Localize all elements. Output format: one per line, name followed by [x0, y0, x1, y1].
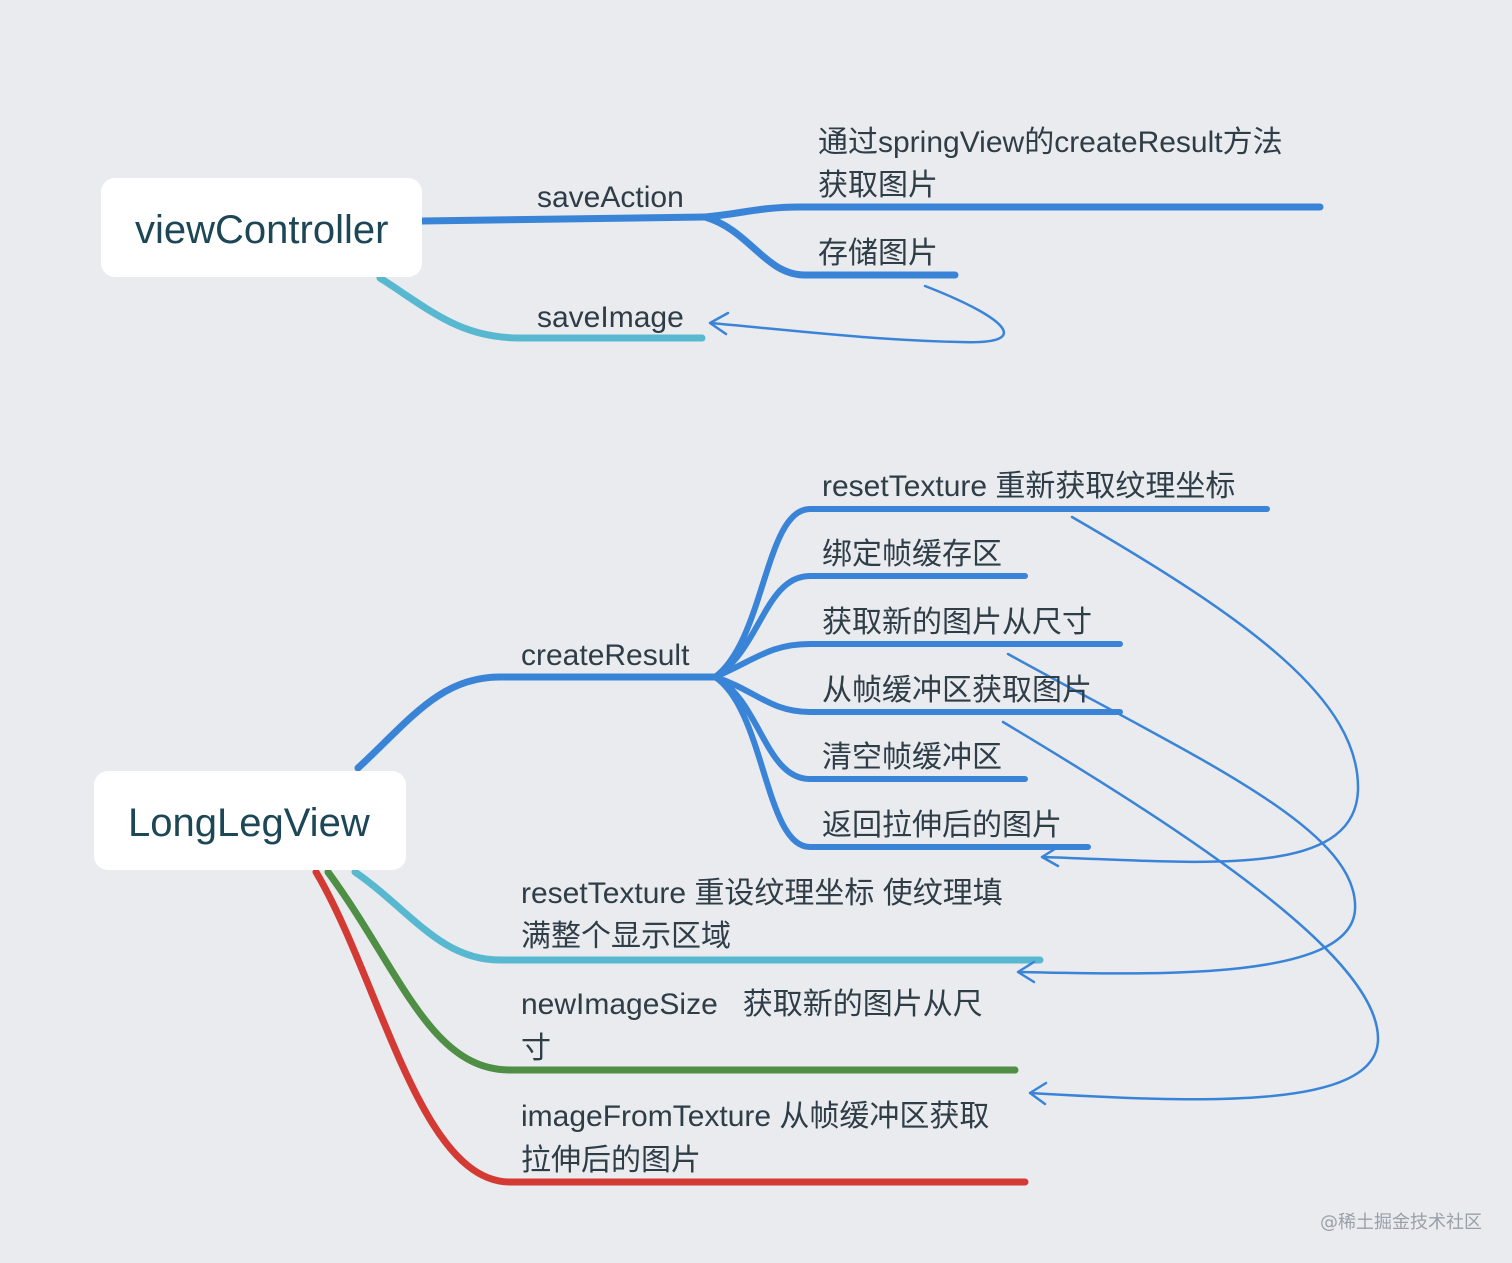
longlegview-node[interactable]: LongLegView: [94, 771, 406, 870]
save-action-label[interactable]: saveAction: [537, 181, 684, 214]
branch-create-result: [354, 673, 719, 772]
reset-texture-label-2[interactable]: 满整个显示区域: [521, 920, 731, 953]
branch-image-from-texture: [312, 868, 1029, 1186]
child-label-2[interactable]: 获取新的图片从尺寸: [822, 606, 1092, 639]
branch-save-action: [418, 213, 709, 225]
branch-reset-texture: [351, 868, 1044, 964]
relation-arrow-1: [1040, 515, 1360, 868]
branch-child-0: [712, 506, 1270, 680]
root-label: viewController: [135, 208, 388, 252]
viewcontroller-node[interactable]: viewController: [101, 178, 422, 277]
root-label: LongLegView: [128, 801, 370, 845]
branch-new-image-size: [324, 868, 1019, 1074]
child-label-3[interactable]: 从帧缓冲区获取图片: [822, 674, 1092, 707]
store-image-label[interactable]: 存储图片: [818, 237, 938, 270]
branch-child-1: [712, 573, 1028, 680]
branch-child-5: [712, 674, 1091, 850]
branch-store-image: [701, 213, 959, 279]
branch-child-2: [712, 641, 1123, 680]
image-from-texture-label-2[interactable]: 拉伸后的图片: [521, 1144, 701, 1177]
create-result-label[interactable]: createResult: [521, 639, 690, 672]
relation-arrow-2: [1006, 652, 1357, 984]
branch-save-image: [376, 274, 706, 342]
relation-arrow: [708, 284, 1006, 344]
new-image-size-label[interactable]: newImageSize 获取新的图片从尺: [521, 988, 983, 1021]
branch-child-3: [712, 674, 1123, 715]
reset-texture-label[interactable]: resetTexture 重设纹理坐标 使纹理填: [521, 877, 1003, 910]
create-result-method-label[interactable]: 通过springView的createResult方法: [818, 126, 1283, 159]
bottom-branches: [312, 506, 1380, 1186]
top-branches: [376, 203, 1324, 344]
branch-create-result-method: [701, 203, 1324, 221]
child-label-0[interactable]: resetTexture 重新获取纹理坐标: [822, 470, 1235, 503]
child-label-4[interactable]: 清空帧缓冲区: [822, 741, 1002, 774]
child-label-5[interactable]: 返回拉伸后的图片: [822, 809, 1062, 842]
relation-arrow-3: [1001, 720, 1380, 1106]
watermark: @稀土掘金技术社区: [1320, 1212, 1482, 1233]
child-label-1[interactable]: 绑定帧缓存区: [822, 538, 1002, 571]
new-image-size-label-2[interactable]: 寸: [521, 1032, 551, 1065]
create-result-method-label-2[interactable]: 获取图片: [818, 169, 938, 202]
save-image-label[interactable]: saveImage: [537, 301, 684, 334]
image-from-texture-label[interactable]: imageFromTexture 从帧缓冲区获取: [521, 1100, 989, 1133]
